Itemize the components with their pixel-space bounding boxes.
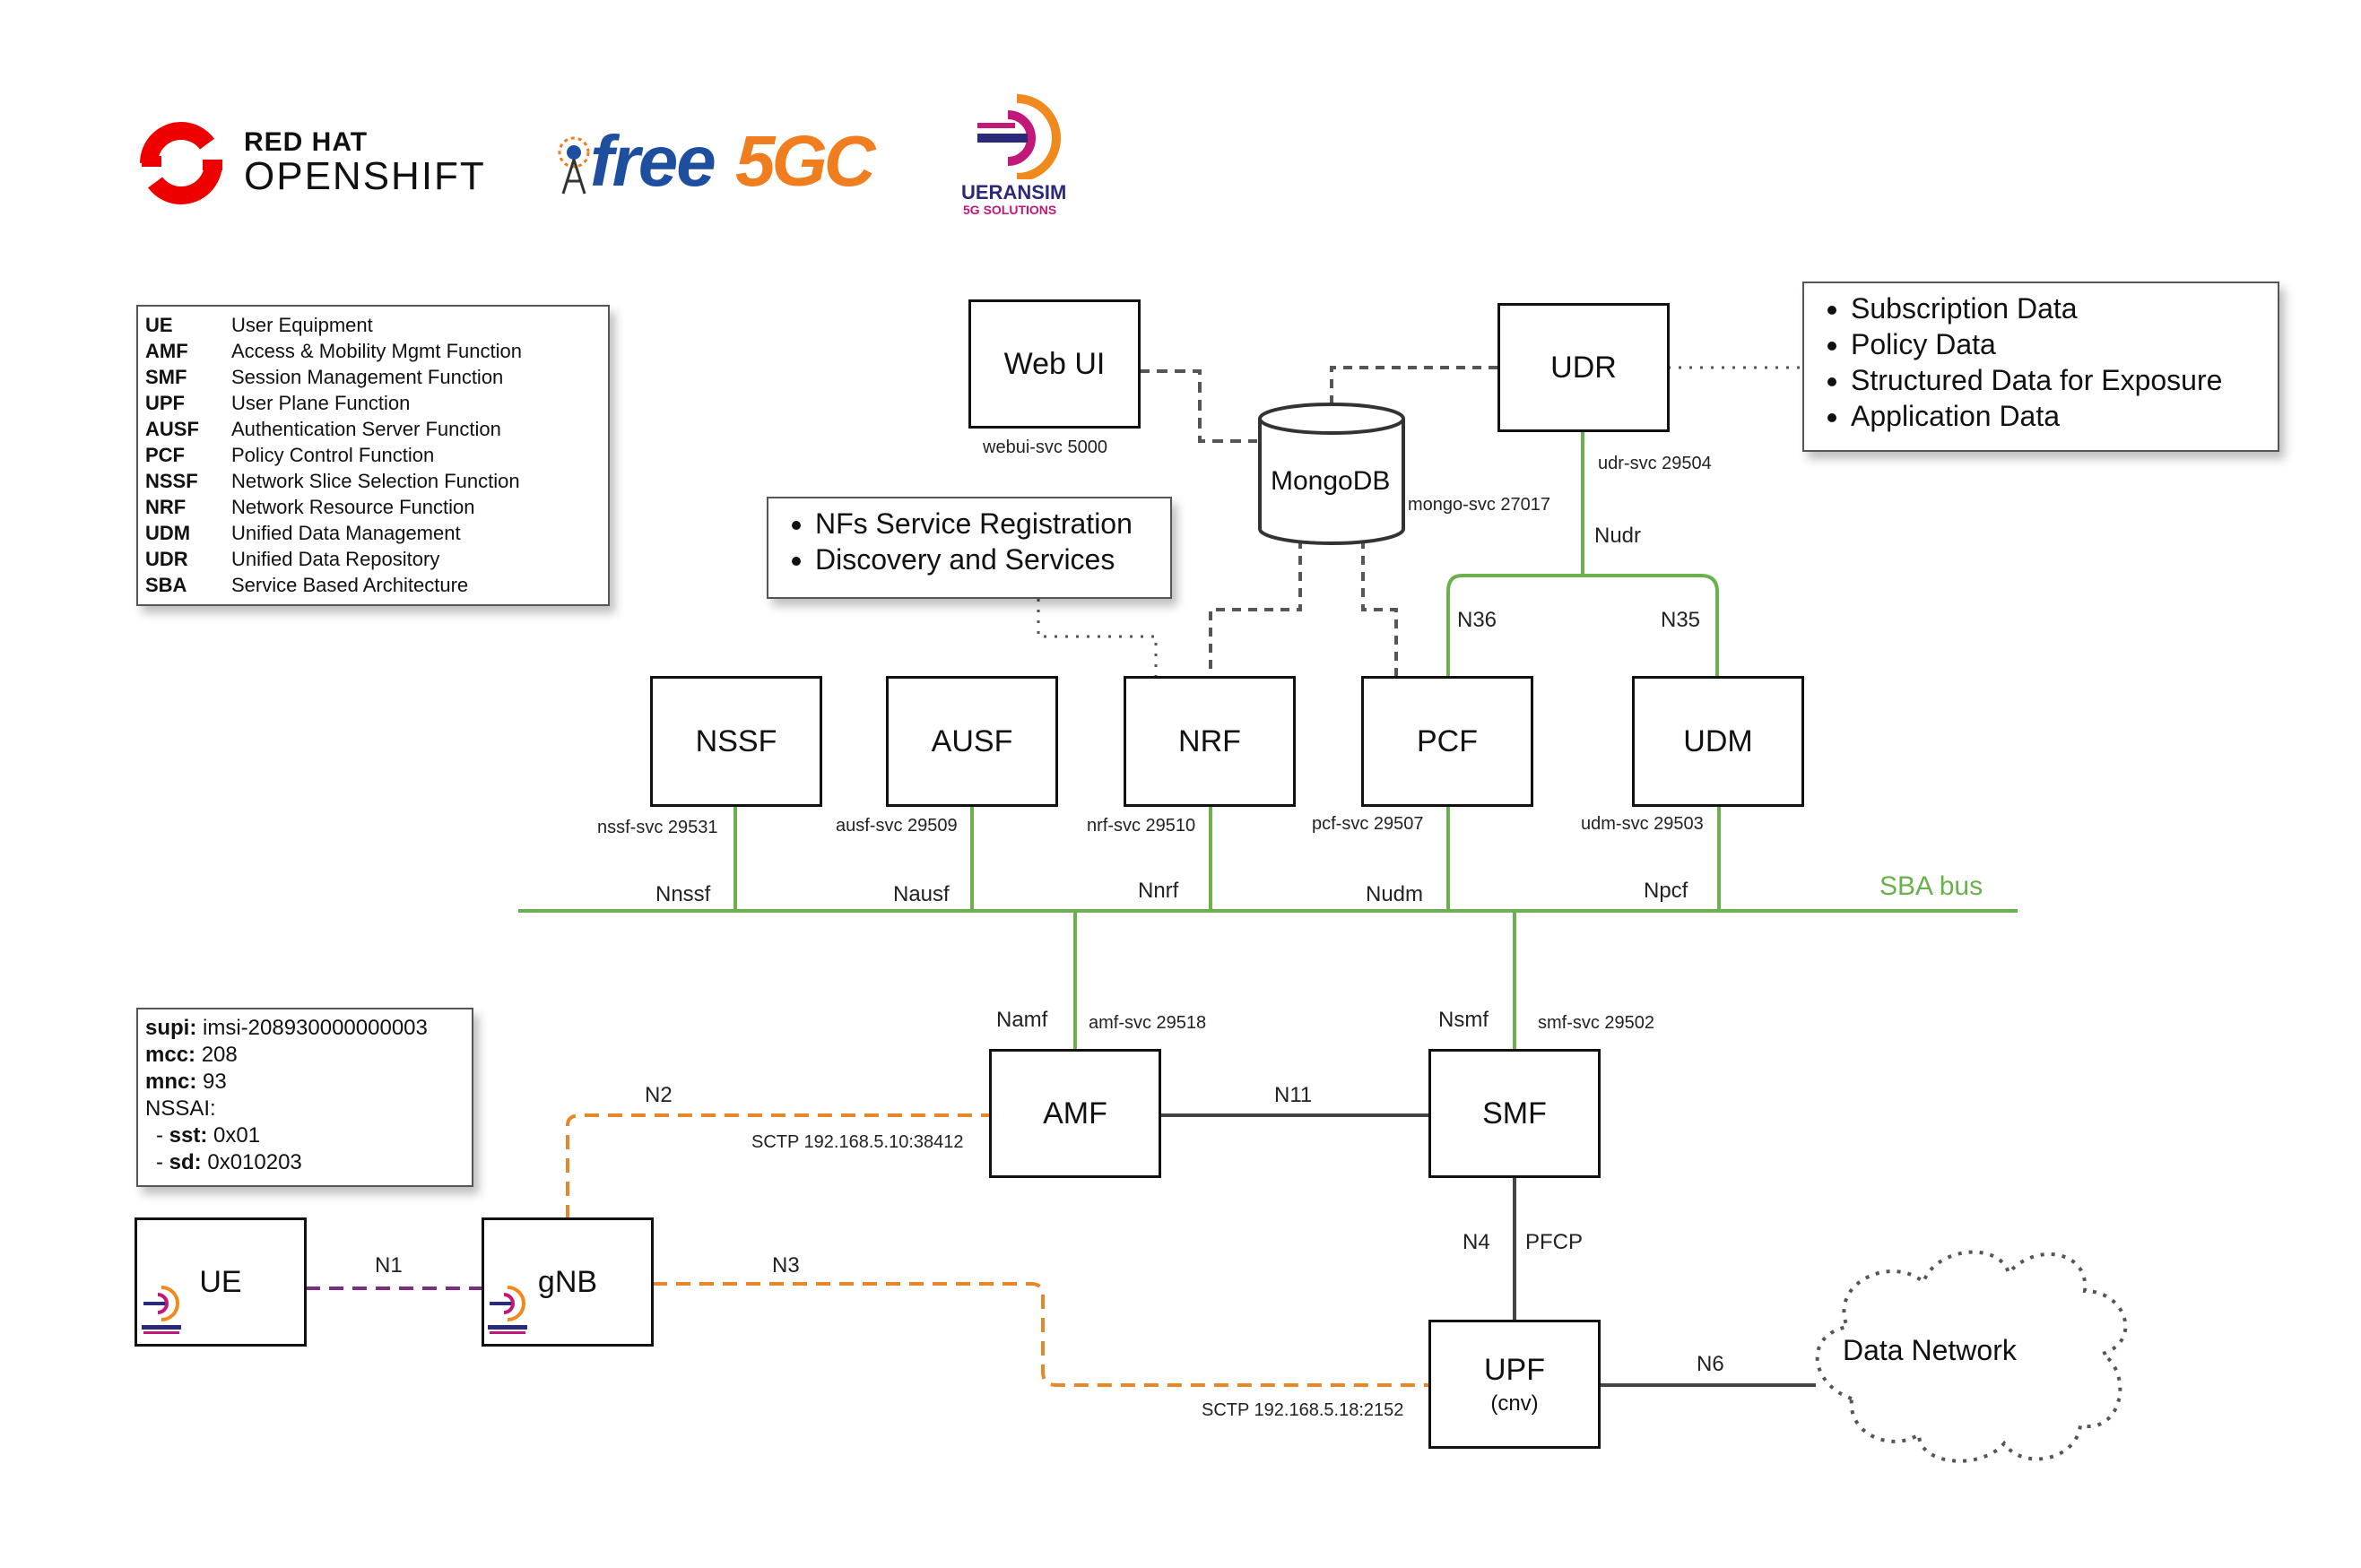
data-network-cloud — [1815, 1250, 2128, 1463]
nudm-label: Nudm — [1366, 882, 1424, 906]
webui-node: Web UI — [968, 299, 1141, 429]
udr-svc-label: udr-svc 29504 — [1598, 454, 1712, 473]
n3-label: N3 — [772, 1253, 800, 1278]
nrf-note-item: NFs Service Registration — [815, 506, 1170, 541]
udm-svc-label: udm-svc 29503 — [1581, 814, 1704, 834]
udr-mongo-link — [1330, 366, 1497, 405]
ausf-svc-label: ausf-svc 29509 — [836, 816, 958, 836]
udr-note-item: Application Data — [1851, 398, 2278, 434]
smf-node: SMF — [1428, 1049, 1601, 1178]
webui-mongo-link — [1139, 369, 1257, 443]
nrf-note-item: Discovery and Services — [815, 541, 1170, 577]
n3-link — [653, 1282, 1430, 1387]
nsmf-label: Nsmf — [1438, 1008, 1489, 1032]
nrf-node: NRF — [1124, 676, 1296, 807]
udr-note-item: Subscription Data — [1851, 290, 2278, 326]
n4-label: N4 — [1463, 1230, 1490, 1254]
ueransim-mark-icon — [977, 94, 1061, 179]
antenna-icon — [558, 136, 590, 195]
free5gc-logo: free 5GC — [549, 117, 890, 206]
sst-row: - sst: 0x01 — [156, 1123, 261, 1148]
udr-note-item: Structured Data for Exposure — [1851, 362, 2278, 398]
data-network-label: Data Network — [1843, 1334, 2017, 1366]
ausf-node: AUSF — [886, 676, 1058, 807]
udr-n36-n35-link — [1446, 430, 1719, 678]
pcf-mongo-link — [1361, 540, 1398, 678]
nssf-svc-label: nssf-svc 29531 — [597, 818, 718, 837]
ueransim-text: UERANSIM — [961, 181, 1067, 204]
nrf-note-box: NFs Service Registration Discovery and S… — [767, 497, 1172, 599]
nssai-row: NSSAI: — [145, 1096, 216, 1121]
n11-label: N11 — [1274, 1083, 1313, 1107]
ueransim-mini-icon — [488, 1286, 527, 1334]
amf-node: AMF — [989, 1049, 1161, 1178]
npcf-label: Npcf — [1644, 879, 1688, 903]
mongodb-cylinder — [1258, 403, 1405, 545]
ueransim-mini-icon — [142, 1286, 181, 1334]
nnrf-label: Nnrf — [1138, 879, 1179, 903]
nausf-label: Nausf — [893, 882, 950, 906]
udr-note-box: Subscription Data Policy Data Structured… — [1802, 282, 2279, 452]
udm-node: UDM — [1632, 676, 1804, 807]
udr-node: UDR — [1497, 303, 1670, 432]
webui-svc-label: webui-svc 5000 — [983, 437, 1107, 457]
n2-label: N2 — [645, 1083, 673, 1107]
amf-svc-label: amf-svc 29518 — [1089, 1013, 1207, 1033]
n36-label: N36 — [1457, 608, 1497, 632]
mnc-row: mnc: 93 — [145, 1070, 227, 1094]
upf-node: UPF (cnv) — [1428, 1320, 1601, 1449]
supi-row: supi: imsi-208930000000003 — [145, 1016, 428, 1040]
pcf-node: PCF — [1361, 676, 1533, 807]
free-text: free — [590, 121, 716, 201]
ue-info-box: supi: imsi-208930000000003 mcc: 208 mnc:… — [136, 1008, 473, 1187]
redhat-ring-icon — [140, 122, 222, 204]
nrf-svc-label: nrf-svc 29510 — [1087, 816, 1196, 836]
redhat-openshift-logo: RED HAT OPENSHIFT — [135, 117, 484, 206]
nrf-note-link — [1037, 599, 1158, 678]
mcc-row: mcc: 208 — [145, 1043, 238, 1067]
n2-link — [566, 1113, 990, 1219]
nnssf-label: Nnssf — [655, 882, 711, 906]
udr-note-item: Policy Data — [1851, 326, 2278, 362]
smf-svc-label: smf-svc 29502 — [1538, 1013, 1655, 1033]
openshift-text: OPENSHIFT — [244, 154, 486, 198]
sctp-upf-label: SCTP 192.168.5.18:2152 — [1202, 1400, 1404, 1420]
sd-row: - sd: 0x010203 — [156, 1150, 302, 1174]
n1-label: N1 — [375, 1253, 403, 1278]
sctp-amf-label: SCTP 192.168.5.10:38412 — [751, 1132, 964, 1152]
namf-label: Namf — [996, 1008, 1048, 1032]
n6-label: N6 — [1697, 1352, 1724, 1376]
pcf-svc-label: pcf-svc 29507 — [1312, 814, 1424, 834]
n35-label: N35 — [1661, 608, 1701, 632]
sba-bus-label: SBA bus — [1879, 871, 1983, 901]
ueransim-sub-text: 5G SOLUTIONS — [963, 203, 1057, 217]
ueransim-logo: UERANSIM 5G SOLUTIONS — [959, 90, 1094, 224]
pfcp-label: PFCP — [1525, 1230, 1584, 1254]
5gc-text: 5GC — [735, 121, 875, 201]
nrf-mongo-link — [1209, 540, 1302, 678]
mongodb-label: MongoDB — [1271, 466, 1391, 496]
nudr-label: Nudr — [1594, 524, 1642, 548]
nssf-node: NSSF — [650, 676, 822, 807]
redhat-text: RED HAT — [244, 127, 369, 157]
mongo-svc-label: mongo-svc 27017 — [1408, 495, 1550, 515]
